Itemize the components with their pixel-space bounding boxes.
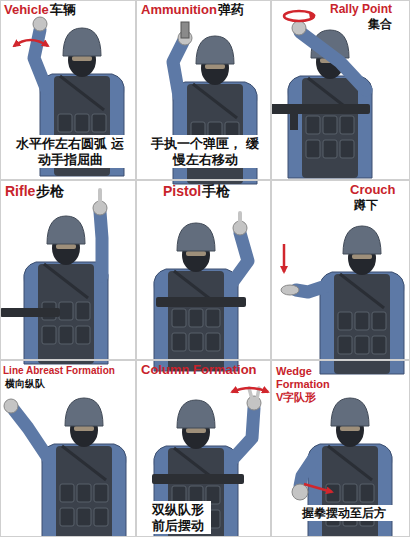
- signal-panel: Ammunition弹药手执一个弹匣， 缓慢左右移动: [136, 0, 271, 180]
- signal-name: Crouch: [350, 183, 396, 198]
- signal-description: 手执一个弹匣， 缓慢左右移动: [143, 135, 267, 168]
- signal-panel: Pistol手枪: [136, 180, 271, 360]
- signal-name: 横向纵队: [5, 378, 45, 390]
- signal-name: Formation: [276, 378, 330, 391]
- signal-description: 握拳摆动至后方: [286, 505, 402, 521]
- signal-name: Ammunition: [141, 3, 217, 18]
- signal-name: Rifle: [5, 183, 35, 199]
- signal-panel: Vehicle车辆水平作左右圆弧 运动手指屈曲: [0, 0, 136, 180]
- signal-name: 蹲下: [354, 199, 378, 213]
- signal-name: V字队形: [276, 391, 316, 404]
- signal-name: Line Abreast Formation: [3, 365, 115, 377]
- signal-name: Column Formation: [141, 363, 257, 378]
- signal-description: 水平作左右圆弧 运动手指屈曲: [9, 135, 131, 168]
- signal-name: 手枪: [202, 183, 230, 199]
- signal-description: 双纵队形 前后摆动: [145, 501, 211, 534]
- signal-name: 步枪: [36, 183, 64, 199]
- signal-name: Vehicle: [4, 3, 49, 18]
- signal-name: 集合: [368, 18, 392, 32]
- signal-panel: WedgeFormationV字队形握拳摆动至后方: [271, 360, 410, 537]
- signal-panel: Rally Point集合: [271, 0, 410, 180]
- signal-name: Pistol: [163, 183, 201, 199]
- signal-panel: Column Formation 双纵队形 前后摆动: [136, 360, 271, 537]
- signal-name: 弹药: [218, 3, 244, 18]
- signal-name: 车辆: [50, 3, 76, 18]
- signal-panel: Line Abreast Formation横向纵队: [0, 360, 136, 537]
- signal-name: Wedge: [276, 365, 312, 378]
- signal-name: Rally Point: [330, 3, 392, 17]
- signal-panel: Rifle步枪: [0, 180, 136, 360]
- signal-panel: Crouch蹲下: [271, 180, 410, 360]
